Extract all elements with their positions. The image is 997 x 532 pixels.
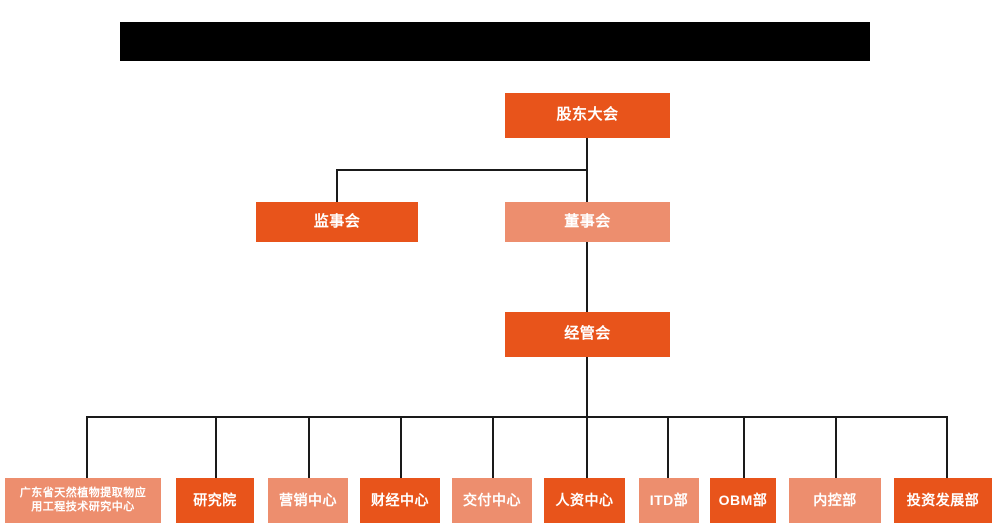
connector-drop-dept-9: [835, 416, 837, 478]
node-dept-delivery-center[interactable]: 交付中心: [452, 478, 532, 523]
connector-supervisors-drop: [336, 169, 338, 202]
node-dept-internal-control[interactable]: 内控部: [789, 478, 881, 523]
node-dept-obm[interactable]: OBM部: [710, 478, 776, 523]
node-dept-research-institute[interactable]: 研究院: [176, 478, 254, 523]
node-dept-finance-center[interactable]: 财经中心: [360, 478, 440, 523]
connector-drop-dept-2: [215, 416, 217, 478]
connector-drop-dept-5: [492, 416, 494, 478]
connector-management-down: [586, 357, 588, 416]
connector-drop-dept-10: [946, 416, 948, 478]
node-board-of-supervisors[interactable]: 监事会: [256, 202, 418, 242]
dept-1-line-2: 用工程技术研究中心: [31, 500, 135, 513]
node-dept-guangdong-research-center[interactable]: 广东省天然植物提取物应 用工程技术研究中心: [5, 478, 161, 523]
connector-drop-dept-7: [667, 416, 669, 478]
node-shareholders-meeting[interactable]: 股东大会: [505, 93, 670, 138]
connector-drop-dept-6: [586, 416, 588, 478]
connector-departments-bus: [86, 416, 947, 418]
connector-shareholders-down: [586, 138, 588, 170]
node-dept-itd[interactable]: ITD部: [639, 478, 699, 523]
connector-directors-drop: [586, 169, 588, 202]
node-dept-marketing-center[interactable]: 营销中心: [268, 478, 348, 523]
connector-drop-dept-3: [308, 416, 310, 478]
redacted-title-bar: [120, 22, 870, 61]
connector-drop-dept-4: [400, 416, 402, 478]
node-dept-investment-development[interactable]: 投资发展部: [894, 478, 992, 523]
connector-level2-bus: [336, 169, 588, 171]
dept-1-line-1: 广东省天然植物提取物应: [19, 486, 147, 499]
node-board-of-directors[interactable]: 董事会: [505, 202, 670, 242]
connector-drop-dept-8: [743, 416, 745, 478]
node-dept-hr-center[interactable]: 人资中心: [544, 478, 625, 523]
connector-drop-dept-1: [86, 416, 88, 478]
node-management-committee[interactable]: 经管会: [505, 312, 670, 357]
connector-directors-to-management: [586, 242, 588, 312]
